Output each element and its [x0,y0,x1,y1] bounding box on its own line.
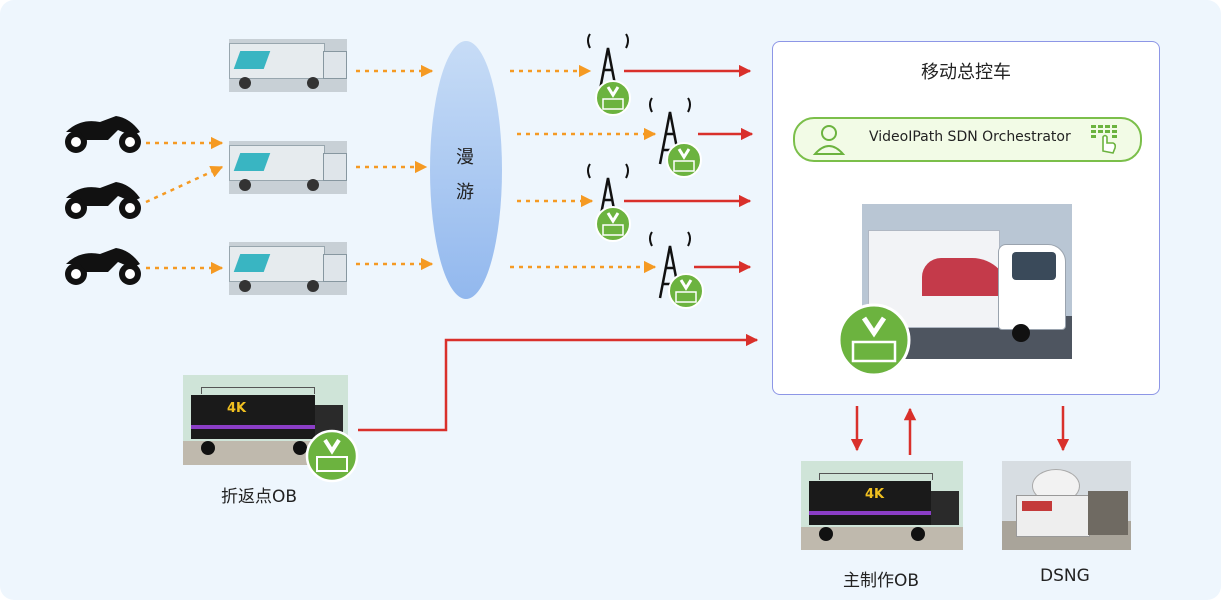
dsng-label: DSNG [1040,566,1090,586]
broadcast-tower-icon [649,231,691,299]
broadcast-tower-icon [587,163,629,231]
motorcycle-icon [65,182,141,219]
orchestrator-label: VideoIPath SDN Orchestrator [869,129,1071,145]
truck-4k-badge: 4K [865,487,885,502]
motorcycle-icon [65,116,141,153]
motorcycle-icon [65,248,141,285]
relay-truck-3 [229,242,347,295]
relay-truck-2 [229,141,347,194]
turnaround-ob-label: 折返点OB [221,487,298,507]
truck-4k-badge: 4K [227,401,247,416]
link-moto2-truck2 [145,165,224,204]
relay-truck-1 [229,39,347,92]
link-turnaround-main [358,333,759,432]
orchestrator-pill[interactable]: VideoIPath SDN Orchestrator [793,117,1142,162]
dsng-vehicle-photo [1002,461,1131,550]
main-ob-title: 移动总控车 [921,62,1011,83]
broadcast-tower-icon [649,97,691,165]
roaming-label-2: 游 [456,182,474,203]
roaming-label-1: 漫 [456,147,474,168]
main-control-vehicle-photo [862,204,1072,359]
user-icon [812,125,846,155]
turnaround-ob-truck: 4K [183,375,348,465]
master-ob-truck: 4K [801,461,963,550]
keypad-touch-icon [1091,125,1117,154]
broadcast-tower-icon [587,33,629,101]
master-ob-label: 主制作OB [843,571,920,591]
roaming-cloud [430,41,502,299]
